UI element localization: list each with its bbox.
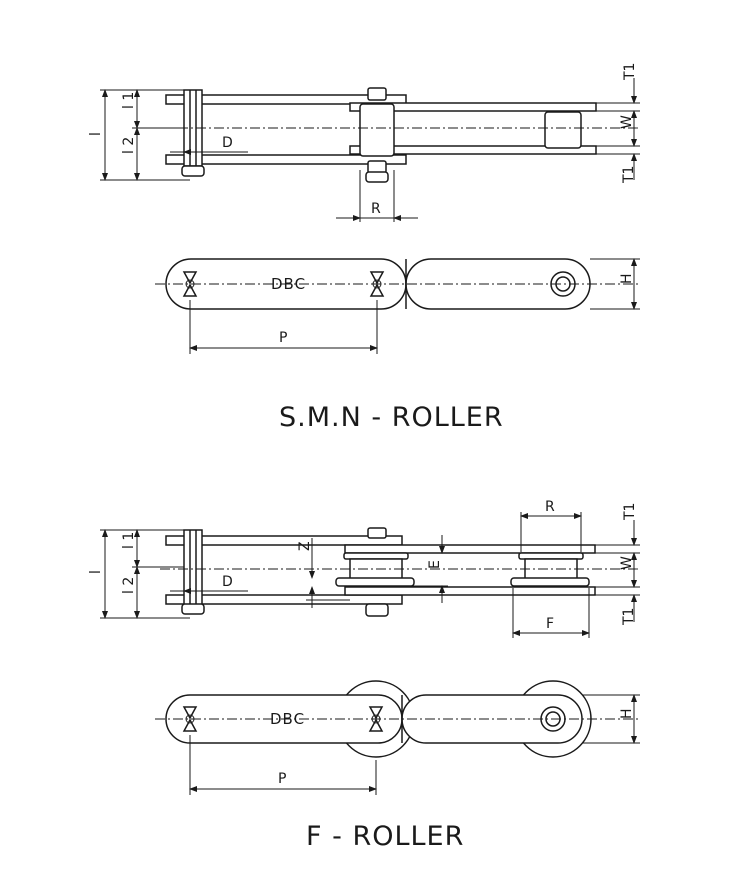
- smn-dim-l1: l 1: [121, 92, 137, 109]
- froller-dim-l1: l 1: [121, 532, 137, 549]
- froller-title: F - ROLLER: [306, 821, 464, 852]
- smn-dim-l: l: [88, 132, 104, 136]
- smn-dim-t1-bottom: T1: [621, 166, 637, 184]
- froller-dim-d: D: [222, 574, 233, 590]
- smn-top-view: l l 1 l 2 D R: [88, 63, 640, 222]
- smn-side-view: DBC H P: [155, 258, 640, 354]
- froller-dim-f: F: [546, 616, 554, 632]
- smn-title: S.M.N - ROLLER: [279, 402, 504, 433]
- froller-dim-l2: l 2: [121, 577, 137, 594]
- smn-plate-text: DBC: [271, 275, 306, 293]
- smn-dim-t1-top: T1: [622, 63, 638, 81]
- froller-dim-e: E: [427, 560, 443, 569]
- smn-dim-h: H: [619, 273, 635, 284]
- froller-dim-t1-top: T1: [622, 503, 638, 521]
- froller-top-view: l l 1 l 2 D Z: [88, 499, 640, 638]
- smn-dim-l2: l 2: [121, 137, 137, 154]
- smn-dim-r: R: [371, 201, 381, 217]
- smn-dim-p: P: [279, 330, 287, 346]
- smn-dim-w: W: [619, 115, 635, 129]
- froller-dim-l: l: [88, 570, 104, 574]
- froller-dim-t1-bottom: T1: [621, 608, 637, 626]
- froller-dim-w: W: [619, 556, 635, 570]
- froller-dim-r: R: [545, 499, 555, 515]
- froller-dim-p: P: [278, 771, 286, 787]
- froller-side-view: DBC H P: [155, 680, 640, 795]
- froller-dim-h: H: [619, 708, 635, 719]
- smn-dim-d: D: [222, 135, 233, 151]
- froller-dim-z: Z: [297, 541, 313, 551]
- froller-plate-text: DBC: [270, 710, 305, 728]
